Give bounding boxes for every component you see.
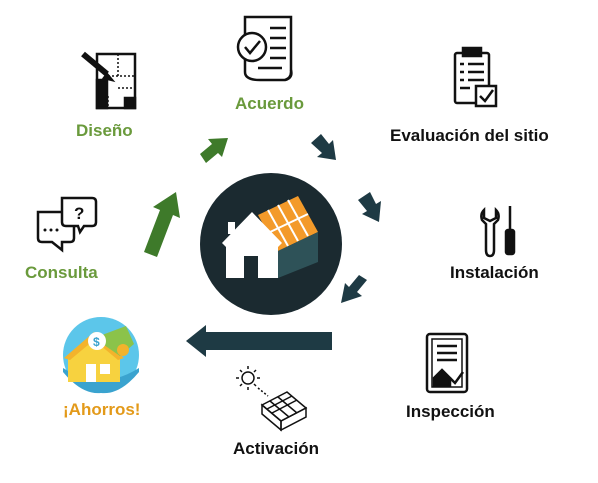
step-label-instalacion: Instalación (450, 263, 539, 282)
svg-text:$: $ (93, 335, 100, 349)
sun-solar-panel-icon (236, 366, 308, 432)
step-label-acuerdo: Acuerdo (235, 94, 304, 113)
step-label-consulta: Consulta (25, 263, 98, 282)
arrow-to-ahorros (186, 325, 332, 357)
arrow-diseno-to-acuerdo (200, 138, 228, 163)
step-label-evaluacion: Evaluación del sitio (390, 126, 549, 145)
chat-bubbles-icon: ? (36, 196, 98, 253)
step-label-activacion: Activación (233, 439, 319, 458)
clipboard-checklist-icon (453, 46, 498, 108)
arrow-consulta-to-diseno (144, 192, 180, 257)
center-house-solar-icon (200, 173, 342, 315)
inspection-document-icon (425, 332, 469, 394)
savings-house-icon: $ (63, 317, 139, 394)
arrow-instalacion-to-inspeccion (341, 275, 367, 303)
step-label-ahorros: ¡Ahorros! (63, 400, 141, 419)
blueprint-pencil-icon (81, 51, 137, 110)
wrench-screwdriver-icon (480, 206, 516, 258)
svg-text:?: ? (74, 204, 84, 223)
arrow-acuerdo-to-evaluacion (311, 134, 336, 160)
arrow-evaluacion-to-instalacion (358, 192, 381, 222)
step-label-inspeccion: Inspección (406, 402, 495, 421)
checked-document-icon (236, 15, 293, 82)
step-label-diseno: Diseño (76, 121, 133, 140)
